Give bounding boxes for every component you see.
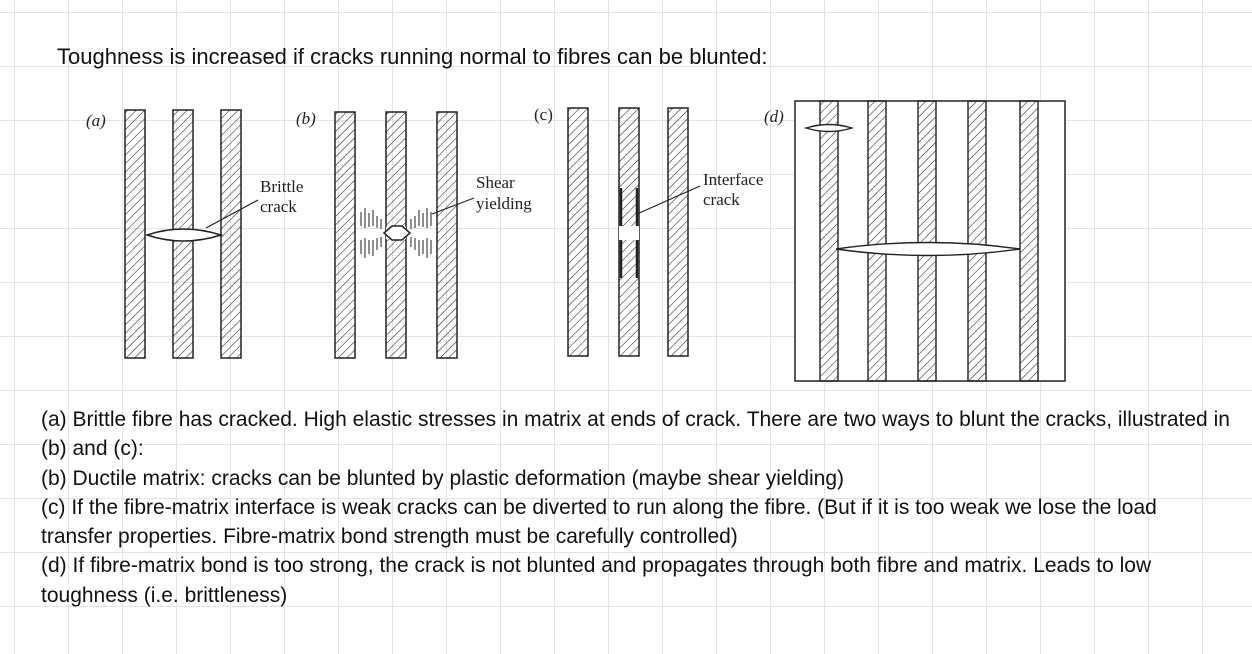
fibre [334, 111, 356, 359]
fibre-crack-figure: (a) Brittle crack (b) [86, 100, 1066, 382]
brittle-crack-leader [205, 199, 259, 229]
explanation-text: (a) Brittle fibre has cracked. High elas… [41, 405, 1231, 610]
fibre [1019, 100, 1039, 382]
interface-leader [636, 185, 701, 215]
panel-label-a: (a) [86, 111, 106, 130]
panel-a: (a) Brittle crack [86, 109, 303, 359]
page-heading: Toughness is increased if cracks running… [57, 44, 768, 69]
fibre [967, 100, 987, 382]
brittle-label-line1: Brittle [260, 177, 303, 196]
explanation-d: (d) If fibre-matrix bond is too strong, … [41, 554, 1152, 607]
shear-leader [431, 197, 475, 215]
interface-label-line2: crack [703, 190, 740, 209]
blunted-crack-shape [382, 225, 412, 241]
fibre [819, 100, 839, 382]
fibre [867, 100, 887, 382]
shear-label-line1: Shear [476, 173, 515, 192]
panel-label-c: (c) [534, 105, 553, 124]
explanation-c: (c) If the fibre-matrix interface is wea… [41, 495, 1157, 549]
fibre [436, 111, 458, 359]
fibre [667, 107, 689, 357]
panel-d: (d) [764, 100, 1066, 382]
crack-gap [619, 226, 639, 240]
propagating-crack [835, 241, 1021, 257]
explanation-b: (b) Ductile matrix: cracks can be blunte… [41, 466, 845, 490]
brittle-label-line2: crack [260, 197, 297, 216]
panel-label-b: (b) [296, 109, 316, 128]
panel-c: (c) Interface crack [534, 105, 763, 357]
explanation-a: (a) Brittle fibre has cracked. High elas… [41, 408, 1230, 461]
top-crack [803, 123, 855, 133]
interface-label-line1: Interface [703, 170, 763, 189]
fibre [220, 109, 242, 359]
fibre [124, 109, 146, 359]
shear-label-line2: yielding [476, 194, 532, 213]
shear-yield-zone [360, 208, 432, 258]
fibre [567, 107, 589, 357]
panel-label-d: (d) [764, 107, 784, 126]
fibre [917, 100, 937, 382]
brittle-crack-shape [144, 228, 224, 242]
panel-b: (b) Shear yielding [296, 109, 532, 359]
